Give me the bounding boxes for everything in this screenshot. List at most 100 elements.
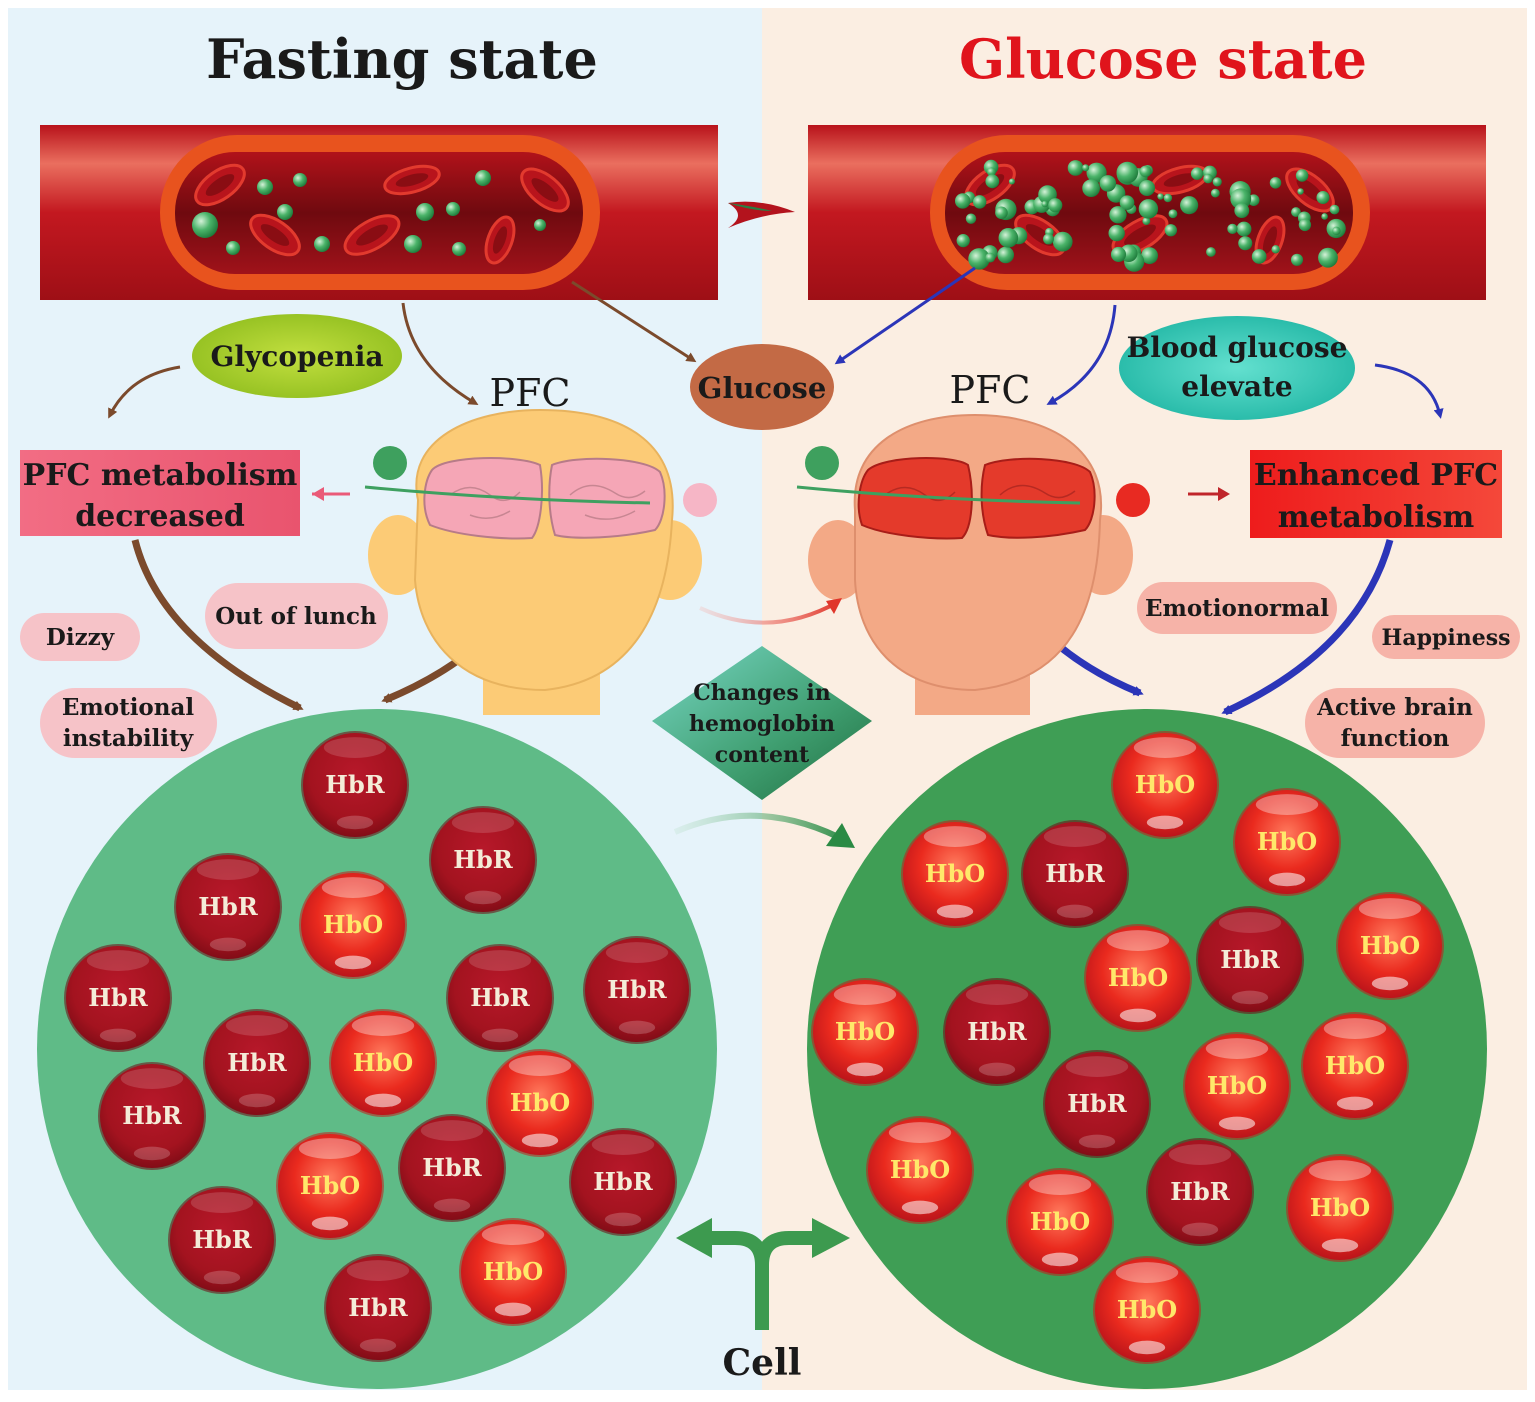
glucose-label: Glucose (698, 371, 827, 405)
happiness-pill (1372, 615, 1520, 659)
arrow-box-to-left-cell (131, 539, 304, 712)
glucose-particle-icon (1157, 193, 1164, 200)
right-glucose-particles (954, 159, 1346, 272)
glucose-particle-icon (1329, 204, 1340, 215)
hbr-molecule: HbR (168, 1186, 276, 1294)
left-blood-vessel (40, 125, 718, 300)
hbo-molecule: HbO (1233, 788, 1341, 896)
hbr-label: HbR (1067, 1089, 1127, 1118)
glucose-particle-icon (1139, 165, 1152, 178)
glucose-particle-icon (257, 179, 273, 195)
glucose-particle-icon (1082, 164, 1090, 172)
hbr-label: HbR (1220, 945, 1280, 974)
hbo-label: HbO (925, 859, 985, 888)
active-brain-label-line1: Active brain (1316, 694, 1473, 721)
hbo-molecule: HbO (299, 871, 407, 979)
hbo-label: HbO (890, 1155, 950, 1184)
glucose-particle-icon (1291, 207, 1301, 217)
arrow-vessel-to-right-pfc (1046, 304, 1117, 405)
glucose-particle-icon (1138, 179, 1156, 197)
red-blood-cell-icon (484, 215, 516, 265)
glucose-particle-icon (314, 236, 330, 252)
right-red-dot-icon (1116, 483, 1150, 517)
glucose-particle-icon (1238, 236, 1253, 251)
glucose-particle-icon (1008, 178, 1015, 185)
hbr-label: HbR (348, 1293, 408, 1322)
glucose-particle-icon (1271, 245, 1280, 254)
emotionormal-label: Emotionormal (1145, 595, 1329, 622)
hbr-molecule: HbR (324, 1254, 432, 1362)
hbo-molecule: HbO (1111, 731, 1219, 839)
hbo-molecule: HbO (1084, 924, 1192, 1032)
glucose-particle-icon (1119, 195, 1135, 211)
hbr-molecule: HbR (446, 944, 554, 1052)
glucose-particle-icon (1234, 203, 1250, 219)
glucose-particle-icon (1210, 188, 1220, 198)
arrow-glycopenia-to-box (108, 365, 181, 419)
right-title: Glucose state (959, 27, 1367, 91)
glucose-particle-icon (1190, 167, 1204, 180)
hbr-label: HbR (88, 983, 148, 1012)
hbo-molecule: HbO (1183, 1032, 1291, 1140)
glucose-particle-icon (1086, 162, 1107, 183)
glucose-particle-icon (277, 204, 293, 220)
hbr-label: HbR (453, 845, 513, 874)
glucose-particle-icon (1227, 223, 1238, 235)
red-blood-cell-icon (520, 167, 570, 213)
blood-glucose-elevate-ellipse (1119, 316, 1355, 420)
red-blood-cell-icon (194, 163, 246, 207)
glucose-particle-icon (1297, 188, 1304, 195)
left-brain (423, 457, 666, 540)
hbr-molecule: HbR (398, 1114, 506, 1222)
red-blood-cell-icon (1111, 214, 1169, 256)
changes-label-line3: content (715, 742, 810, 768)
hbo-label: HbO (300, 1171, 360, 1200)
hbr-label: HbR (325, 770, 385, 799)
glucose-ellipse (690, 344, 834, 430)
happiness-label: Happiness (1382, 625, 1511, 651)
right-brain (857, 457, 1096, 540)
left-pink-dot-icon (683, 483, 717, 517)
red-blood-cell-icon (249, 213, 301, 257)
out-of-lunch-pill (205, 583, 388, 649)
hbo-molecule: HbO (1006, 1168, 1114, 1276)
hbr-molecule: HbR (943, 978, 1051, 1086)
hbo-molecule: HbO (459, 1218, 567, 1326)
glucose-particle-icon (1067, 160, 1084, 176)
hbo-label: HbO (1117, 1295, 1177, 1324)
hbr-molecule: HbR (301, 731, 409, 839)
dizzy-label: Dizzy (46, 624, 115, 651)
hbo-label: HbO (1135, 770, 1195, 799)
glucose-particle-icon (1142, 217, 1151, 226)
hbr-molecule: HbR (98, 1062, 206, 1170)
glucose-particle-icon (1206, 247, 1216, 257)
right-blood-vessel (808, 125, 1486, 300)
hbo-molecule: HbO (276, 1132, 384, 1240)
glucose-particle-icon (965, 213, 977, 224)
left-red-blood-cells (194, 163, 570, 265)
glucose-particle-icon (1109, 206, 1127, 224)
changes-diamond (652, 646, 872, 800)
left-green-dot-icon (373, 446, 407, 480)
red-blood-cell-icon (383, 164, 441, 196)
hbr-label: HbR (607, 975, 667, 1004)
glucose-particle-icon (1203, 173, 1213, 184)
glucose-particle-icon (404, 235, 422, 253)
arrow-box-to-right-cell (1221, 539, 1394, 716)
arrow-vessel-to-glucose-right (834, 266, 976, 365)
glucose-particle-icon (1138, 199, 1159, 219)
glucose-particle-icon (1164, 224, 1178, 237)
arrow-head-to-head (699, 600, 839, 625)
glucose-particle-icon (192, 212, 218, 238)
hbo-molecule: HbO (486, 1049, 594, 1157)
enhanced-pfc-metabolism-box (1250, 450, 1502, 538)
out-of-lunch-label: Out of lunch (215, 603, 377, 630)
hbo-molecule: HbO (1093, 1256, 1201, 1364)
hbo-label: HbO (835, 1017, 895, 1046)
hbr-molecule: HbR (1146, 1138, 1254, 1246)
right-head (796, 413, 1150, 715)
cell-label: Cell (723, 1342, 802, 1384)
hbr-label: HbR (122, 1101, 182, 1130)
glucose-particle-icon (1041, 200, 1049, 208)
